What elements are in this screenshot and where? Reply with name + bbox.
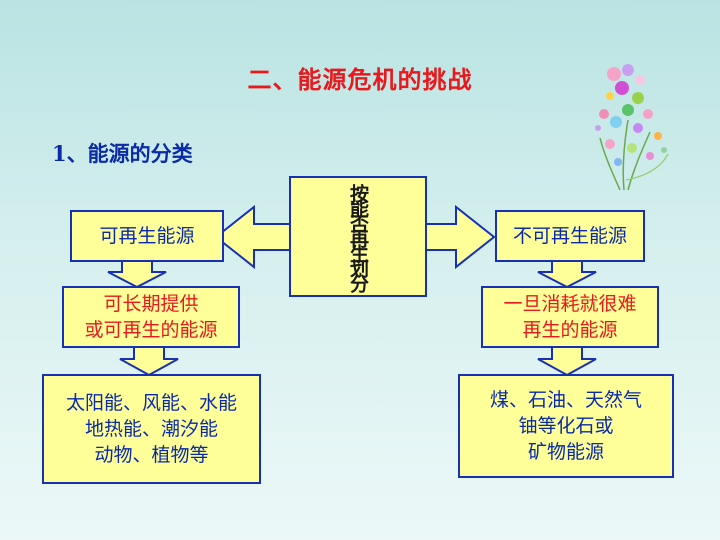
left-down-arrow-2 <box>119 346 179 377</box>
nonrenewable-definition-line: 再生的能源 <box>522 319 618 341</box>
right-down-arrow-1 <box>537 260 597 289</box>
renewable-definition-box: 可长期提供 或可再生的能源 <box>62 286 240 348</box>
right-down-arrow-2 <box>537 346 597 377</box>
section-heading: 1、能源的分类 <box>52 141 193 166</box>
nonrenewable-example-line: 矿物能源 <box>527 441 604 463</box>
renewable-category-label: 可再生能源 <box>99 225 195 247</box>
left-down-arrow-1 <box>107 260 167 289</box>
renewable-category-box: 可再生能源 <box>70 210 224 262</box>
renewable-example-line: 地热能、潮汐能 <box>84 418 218 440</box>
nonrenewable-definition-box: 一旦消耗就很难 再生的能源 <box>481 286 659 348</box>
renewable-examples-box: 太阳能、风能、水能 地热能、潮汐能 动物、植物等 <box>42 374 261 484</box>
slide-title: 二、能源危机的挑战 <box>247 65 473 94</box>
renewable-example-line: 动物、植物等 <box>94 444 209 466</box>
renewable-example-line: 太阳能、风能、水能 <box>65 392 237 414</box>
nonrenewable-category-box: 不可再生能源 <box>495 210 645 262</box>
nonrenewable-example-line: 铀等化石或 <box>518 415 614 437</box>
renewable-definition-line: 或可再生的能源 <box>84 319 218 341</box>
flower-bouquet-icon <box>595 64 669 191</box>
nonrenewable-examples-box: 煤、石油、天然气 铀等化石或 矿物能源 <box>458 374 674 478</box>
classification-criterion-box: 按能否再生划分 <box>289 176 427 297</box>
nonrenewable-category-label: 不可再生能源 <box>512 225 627 247</box>
renewable-definition-line: 可长期提供 <box>103 293 199 315</box>
classification-criterion-label: 按能否再生划分 <box>347 184 369 289</box>
nonrenewable-example-line: 煤、石油、天然气 <box>489 389 642 411</box>
nonrenewable-definition-line: 一旦消耗就很难 <box>503 293 637 315</box>
